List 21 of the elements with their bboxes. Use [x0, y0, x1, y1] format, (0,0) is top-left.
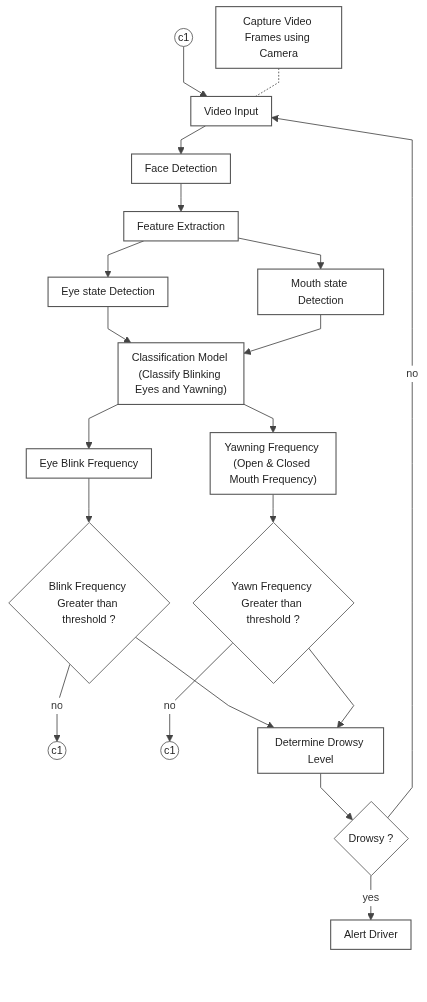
edge-label: no	[406, 365, 419, 382]
connector-circle: c1	[160, 741, 180, 760]
decision-diamond: Drowsy ?	[333, 801, 409, 877]
process-box: Alert Driver	[330, 919, 412, 950]
process-box: Face Detection	[131, 153, 231, 184]
edge-label: no	[51, 697, 63, 714]
process-box: Classification Model (Classify Blinking Eyes and Yawning)	[117, 342, 245, 405]
decision-diamond: Blink Frequency Greater than threshold ?	[8, 522, 171, 684]
process-box: Determine Drowsy Level	[257, 727, 385, 774]
connector-circle: c1	[174, 28, 194, 47]
edge-label: no	[163, 697, 176, 714]
annotation-note: Capture Video Frames using Camera	[215, 6, 343, 69]
edge-label: yes	[362, 889, 380, 906]
process-box: Yawning Frequency (Open & Closed Mouth Frequency)	[209, 432, 337, 495]
connector-circle: c1	[47, 741, 67, 760]
process-box: Video Input	[190, 95, 273, 127]
decision-diamond: Yawn Frequency Greater than threshold ?	[192, 522, 355, 684]
process-box: Eye Blink Frequency	[25, 448, 152, 479]
process-box: Eye state Detection	[47, 276, 169, 308]
process-box: Mouth state Detection	[257, 268, 385, 316]
process-box: Feature Extraction	[123, 211, 239, 242]
